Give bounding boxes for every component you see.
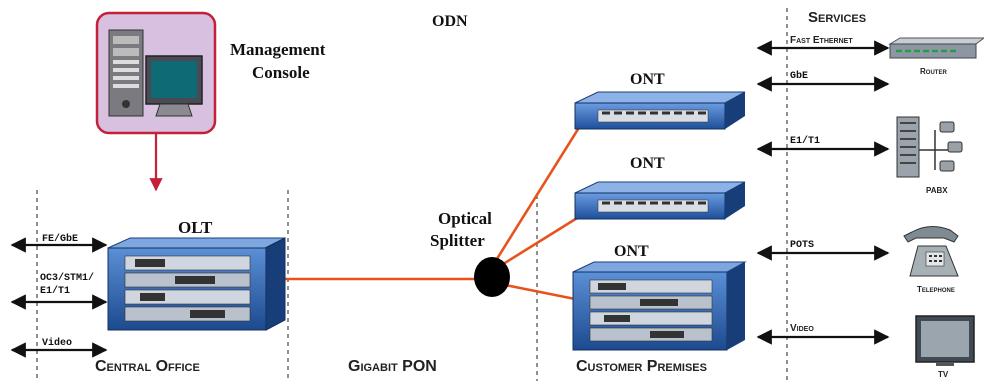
olt-interfaces: FE/GbE OC3/STM1/ E1/T1 Video: [10, 233, 108, 358]
oc3-label-line2: E1/T1: [40, 285, 70, 297]
ont-middle-label: ONT: [630, 155, 665, 172]
service-links: Fast Ethernet GbE E1/T1 POTS Video: [756, 35, 890, 345]
oc3-label-line1: OC3/STM1/: [40, 272, 94, 284]
optical-splitter-label-line1: Optical: [438, 209, 492, 228]
optical-splitter-label-line2: Splitter: [430, 231, 485, 250]
region-dividers: [36, 8, 788, 381]
tv-icon: [915, 315, 975, 366]
customer-premises-label: Customer Premises: [576, 358, 707, 375]
gigabit-pon-label: Gigabit PON: [348, 358, 437, 375]
tv-label: TV: [938, 370, 949, 379]
pots-label: POTS: [790, 240, 814, 251]
optical-splitter-node: [474, 257, 510, 297]
fiber-links: [285, 109, 592, 302]
services-header: Services: [808, 9, 866, 26]
central-office-label: Central Office: [95, 358, 200, 375]
telephone-icon: [903, 226, 959, 277]
ont-bottom-label: ONT: [614, 243, 649, 260]
olt-video-label: Video: [42, 337, 72, 349]
pabx-label: PABX: [926, 186, 948, 195]
router-label: Router: [920, 67, 947, 76]
management-console-label-line1: Management: [230, 40, 326, 59]
monitor-icon: [145, 55, 203, 117]
pabx-icon: [896, 116, 963, 178]
management-console: [95, 11, 217, 135]
fiber-splitter-to-ont-bottom: [504, 283, 581, 302]
service-video-label: Video: [790, 323, 814, 334]
management-console-label-line2: Console: [252, 63, 310, 82]
fe-gbe-label: FE/GbE: [42, 233, 78, 245]
ont-bottom-chassis: [572, 261, 747, 351]
ont-middle-device: [574, 181, 746, 220]
server-tower-icon: [108, 29, 144, 117]
ont-top-device: [574, 91, 746, 130]
router-icon: [888, 37, 984, 59]
e1-t1-label: E1/T1: [790, 135, 820, 147]
fiber-splitter-to-ont-top: [493, 109, 592, 263]
fast-ethernet-label: Fast Ethernet: [790, 35, 853, 46]
olt-chassis: [107, 237, 286, 331]
odn-label: ODN: [432, 13, 468, 30]
gbe-label: GbE: [790, 70, 808, 82]
olt-label: OLT: [178, 218, 213, 237]
ont-top-label: ONT: [630, 71, 665, 88]
telephone-label: Telephone: [917, 285, 955, 294]
